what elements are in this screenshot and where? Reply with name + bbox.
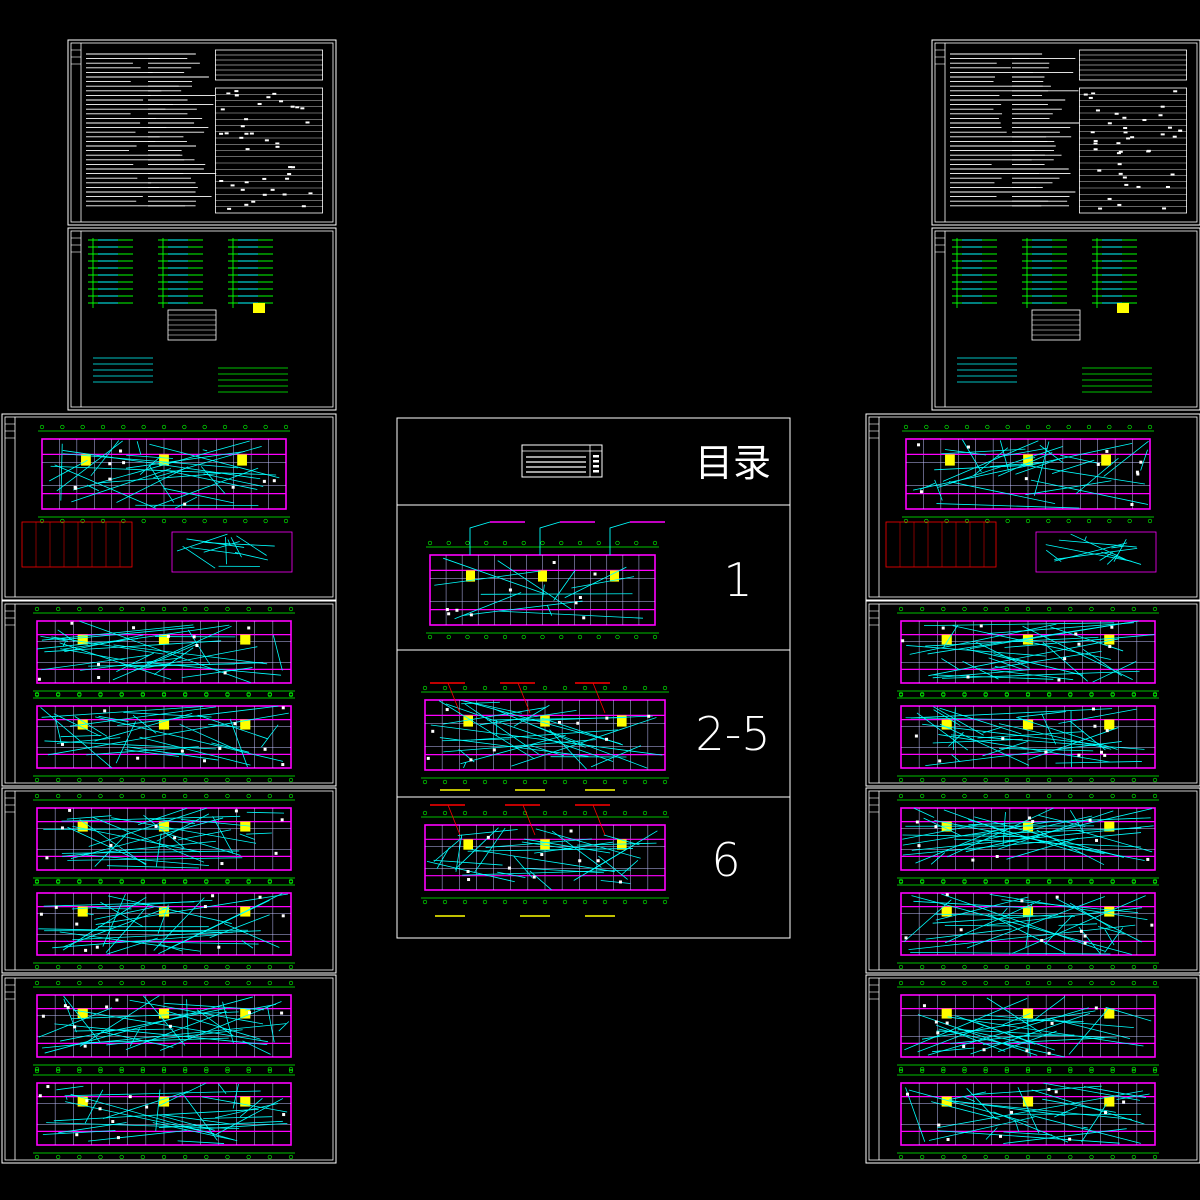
floor-plan-sheet (865, 787, 1200, 974)
floor-plan (897, 691, 1159, 783)
callout-line (469, 521, 491, 555)
floor-label-6: 6 (711, 833, 740, 887)
index-title: 目录 (695, 441, 771, 485)
floor-plan-sheet (865, 600, 1200, 787)
floor-plan-sheet (1, 787, 337, 974)
floor-plan-sheet (1, 600, 337, 787)
system-diagram-sheet (67, 227, 337, 411)
floor-plan-sheet (1, 974, 337, 1164)
right-sheet-column (865, 39, 1200, 1164)
floor-plan (902, 424, 1154, 524)
floor-plan (421, 685, 669, 785)
floor-plan (897, 878, 1159, 970)
floor-plan (897, 980, 1159, 1072)
floor-plan (426, 540, 659, 640)
floor-plan (33, 1068, 295, 1160)
contents-table (521, 444, 603, 478)
floor-plan (897, 1068, 1159, 1160)
floor-plan (33, 878, 295, 970)
floor-label-1: 1 (723, 553, 752, 607)
site-plan-sheet (1, 413, 337, 601)
floor-plan (38, 424, 290, 524)
floor-plan (33, 691, 295, 783)
floor-plan (33, 793, 295, 885)
notes-sheet (931, 39, 1200, 226)
left-sheet-column (1, 39, 337, 1164)
floor-plan (33, 980, 295, 1072)
system-diagram-sheet (931, 227, 1200, 411)
callout-line (539, 521, 561, 555)
floor-plan (33, 606, 295, 698)
floor-label-2-5: 2-5 (695, 707, 770, 761)
floor-plan (897, 793, 1159, 885)
index-panel: 目录 1 2-5 6 (396, 417, 791, 939)
notes-sheet (67, 39, 337, 226)
floor-plan-sheet (865, 974, 1200, 1164)
floor-plan (421, 810, 669, 905)
site-plan-sheet (865, 413, 1200, 601)
callout-line (609, 521, 631, 555)
